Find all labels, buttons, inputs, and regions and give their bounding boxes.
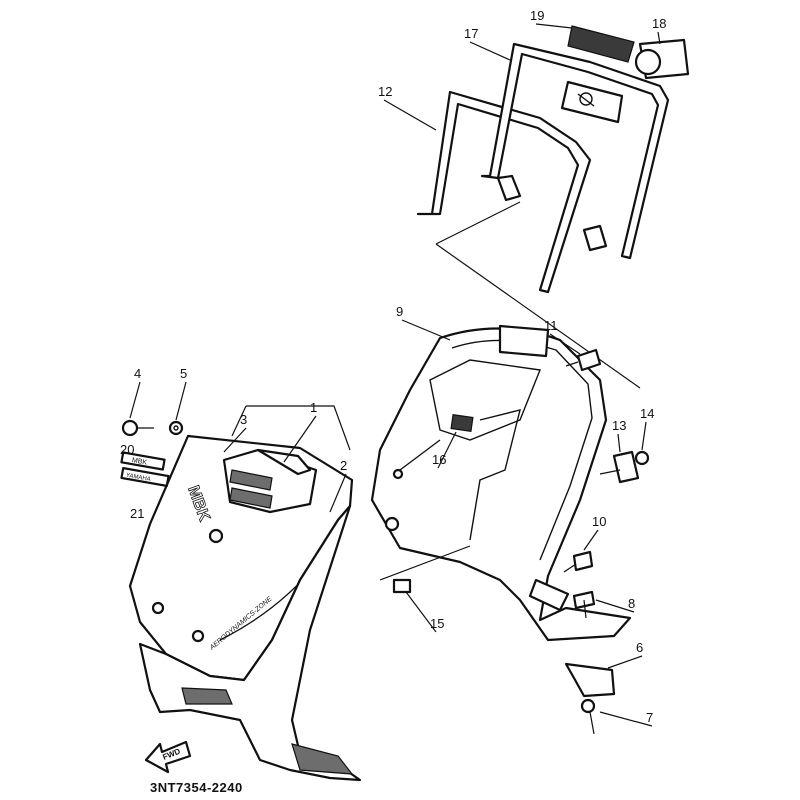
callout-9: 9 bbox=[396, 304, 403, 319]
callout-leader-5 bbox=[175, 381, 187, 421]
callout-18: 18 bbox=[652, 16, 666, 31]
callout-leader-1 bbox=[283, 415, 317, 463]
rivet-7 bbox=[580, 698, 596, 735]
leg-shield-9 bbox=[370, 324, 632, 642]
callout-20: 20 bbox=[120, 442, 134, 457]
frame-rail-17 bbox=[480, 42, 670, 260]
screw-14 bbox=[634, 450, 650, 466]
callout-16: 16 bbox=[432, 452, 446, 467]
grommet-15 bbox=[392, 578, 412, 594]
lower-apron-2 bbox=[138, 504, 362, 782]
callout-leader-6 bbox=[607, 655, 643, 669]
front-panel-1: MBK AERODYNAMICS-ZONE bbox=[128, 434, 354, 682]
connector-18 bbox=[634, 38, 690, 80]
emblem-yamaha-text: YAMAHA bbox=[125, 473, 151, 483]
callout-12: 12 bbox=[378, 84, 392, 99]
callout-leader-19 bbox=[535, 23, 573, 29]
washer-5 bbox=[168, 420, 184, 436]
callout-1: 1 bbox=[310, 400, 317, 415]
callout-15: 15 bbox=[430, 616, 444, 631]
callout-17: 17 bbox=[464, 26, 478, 41]
callout-leader-14 bbox=[641, 421, 647, 451]
callout-19: 19 bbox=[530, 8, 544, 23]
bolt-11 bbox=[565, 348, 602, 372]
callout-leader-7 bbox=[599, 711, 653, 727]
callout-14: 14 bbox=[640, 406, 654, 421]
callout-6: 6 bbox=[636, 640, 643, 655]
callout-10: 10 bbox=[592, 514, 606, 529]
callout-leader-17 bbox=[469, 41, 511, 61]
bracket-6 bbox=[564, 662, 616, 698]
switch-housing bbox=[560, 80, 624, 124]
callout-11: 11 bbox=[544, 318, 558, 333]
callout-leader-2 bbox=[329, 473, 347, 513]
callout-leader-8 bbox=[595, 599, 635, 613]
emblem-yamaha-21: YAMAHA bbox=[120, 466, 170, 488]
callout-leader-3 bbox=[223, 427, 247, 453]
emblem-mbk-text: MBK bbox=[131, 457, 147, 467]
callout-21: 21 bbox=[130, 506, 144, 521]
callout-2: 2 bbox=[340, 458, 347, 473]
callout-leader-15 bbox=[405, 591, 437, 633]
label-plate-19 bbox=[567, 25, 635, 63]
frame-rail-12 bbox=[416, 90, 592, 294]
bolt-8 bbox=[572, 590, 596, 619]
direction-arrow: FWD bbox=[144, 740, 192, 774]
callout-13: 13 bbox=[612, 418, 626, 433]
emblem-mbk-20: MBK bbox=[120, 451, 166, 471]
callout-4: 4 bbox=[134, 366, 141, 381]
callout-leader-16 bbox=[437, 431, 457, 469]
callout-leader-9 bbox=[401, 319, 451, 341]
callout-leader-4 bbox=[129, 381, 141, 419]
callout-leader-11 bbox=[549, 333, 581, 355]
callout-leader-12 bbox=[383, 99, 437, 131]
clip-13 bbox=[612, 450, 640, 484]
rail-clips bbox=[496, 174, 608, 252]
screw-10 bbox=[563, 550, 594, 573]
callout-3: 3 bbox=[240, 412, 247, 427]
callout-leader-18 bbox=[657, 31, 661, 45]
callout-8: 8 bbox=[628, 596, 635, 611]
callout-leader-13 bbox=[617, 433, 621, 453]
callout-7: 7 bbox=[646, 710, 653, 725]
part-code: 3NT7354-2240 bbox=[150, 780, 243, 795]
bolt-4 bbox=[121, 419, 154, 437]
callout-5: 5 bbox=[180, 366, 187, 381]
callout-leader-10 bbox=[583, 529, 599, 551]
